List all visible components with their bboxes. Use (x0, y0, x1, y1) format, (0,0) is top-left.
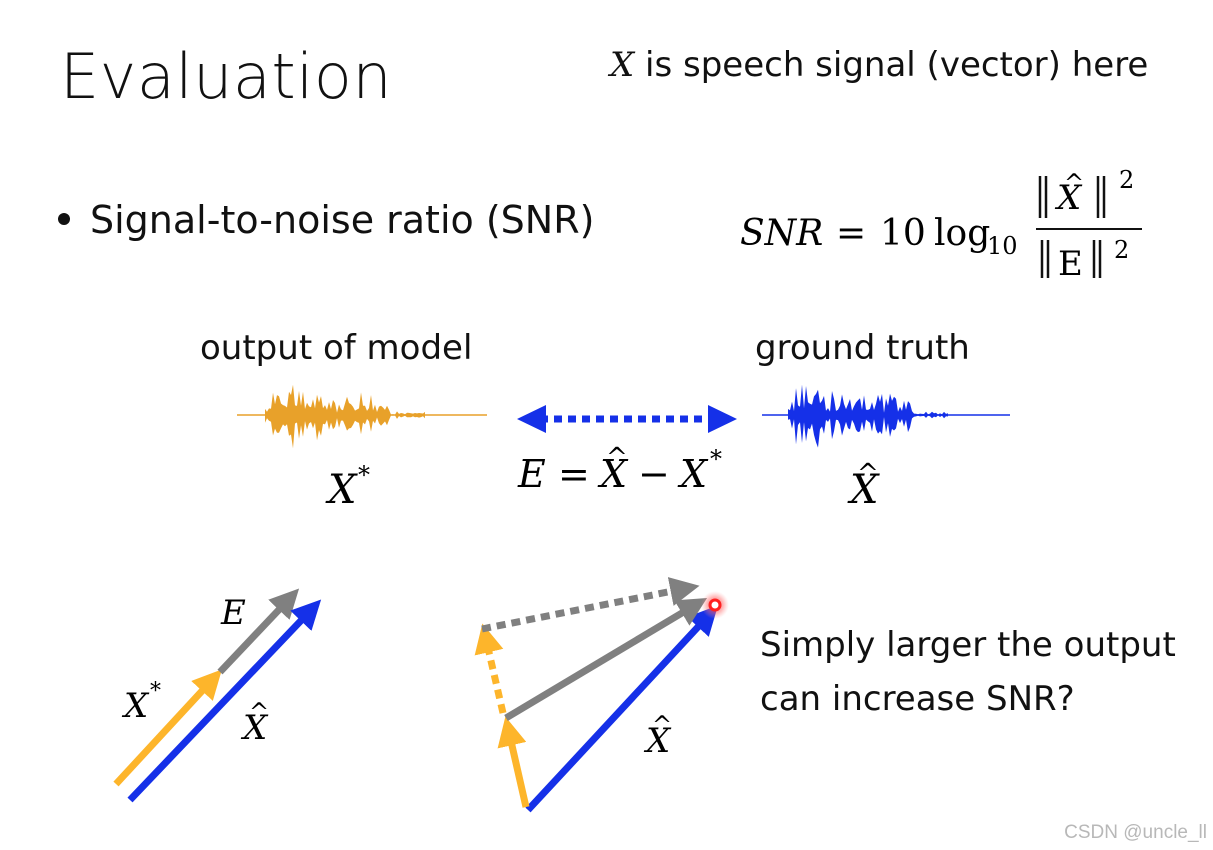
formula-equals: = (836, 213, 866, 254)
note-symbol: X (610, 45, 635, 85)
vector-xstar (113, 669, 222, 787)
label-xhat-hat: ^ (249, 698, 269, 726)
svg-text:X: X (847, 467, 880, 513)
note-body: is speech signal (vector) here (634, 45, 1149, 85)
error-equation: E = X ^ − X * (517, 443, 722, 496)
label-xstar: X (121, 686, 150, 726)
vector-scaled-error (481, 577, 700, 633)
arrowhead-right (708, 405, 737, 433)
formula-log-sub: 10 (987, 232, 1018, 260)
label-xhat: X (240, 708, 269, 748)
watermark: CSDN @uncle_ll (1064, 822, 1207, 843)
formula-coef: 10 (880, 213, 926, 254)
vector-xhat-mid (525, 605, 719, 813)
svg-text:=: = (558, 452, 590, 496)
double-arrow-error (517, 405, 737, 433)
slide-title: Evaluation (60, 40, 393, 113)
vector-diagram-left: E X * X ^ (113, 588, 322, 803)
snr-formula: SNR = 10 log 10 X ^ 2 E 2 (740, 166, 1142, 284)
svg-text:*: * (710, 445, 722, 473)
vector-xstar-mid (497, 716, 530, 808)
left-label: output of model (200, 328, 473, 368)
right-label: ground truth (755, 328, 970, 368)
waveform-ground-truth (762, 384, 1010, 448)
question-text: Simply larger the output can increase SN… (760, 618, 1176, 726)
label-xhat-mid: X (643, 721, 672, 761)
formula-log: log (934, 213, 990, 254)
den-exp: 2 (1114, 236, 1129, 264)
svg-text:*: * (358, 461, 370, 489)
highlight-point (708, 598, 722, 612)
svg-text:X: X (597, 452, 629, 496)
num-exp: 2 (1119, 166, 1134, 194)
vector-error (217, 588, 300, 675)
svg-text:^: ^ (857, 459, 879, 489)
vector-xhat (127, 599, 322, 803)
symbol-xhat: X ^ (847, 459, 880, 513)
den-var: E (1058, 244, 1083, 284)
question-line-2: can increase SNR? (760, 679, 1075, 719)
num-hat: ^ (1064, 169, 1084, 197)
svg-text:−: − (638, 452, 670, 496)
bullet-text: Signal-to-noise ratio (SNR) (90, 198, 595, 242)
note-text: X is speech signal (vector) here (610, 45, 1148, 85)
waveform-model-output (237, 384, 487, 449)
svg-text:X: X (677, 452, 709, 496)
svg-text:E: E (517, 452, 546, 496)
symbol-xstar: X * (325, 461, 370, 513)
label-xhat-mid-hat: ^ (652, 711, 672, 739)
num-var: X (1054, 178, 1083, 218)
vector-error-mid (504, 597, 708, 722)
svg-text:X: X (325, 467, 358, 513)
vector-scaled-output (474, 623, 507, 714)
formula-lhs: SNR (740, 213, 823, 254)
bullet-dot (58, 212, 70, 225)
label-e: E (220, 593, 246, 633)
svg-text:^: ^ (606, 443, 628, 473)
question-line-1: Simply larger the output (760, 625, 1176, 665)
label-xstar-sup: * (150, 679, 161, 704)
vector-diagram-middle: X ^ (474, 577, 729, 813)
bullet-item: Signal-to-noise ratio (SNR) (58, 198, 594, 242)
arrowhead-left (517, 405, 546, 433)
